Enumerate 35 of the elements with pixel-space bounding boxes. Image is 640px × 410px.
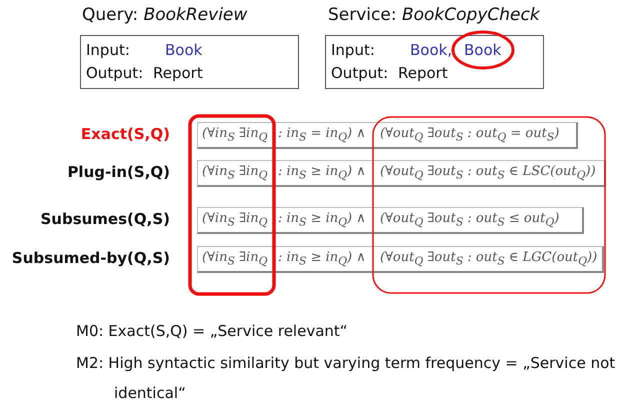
match-type-label: Exact(S,Q) <box>80 125 170 143</box>
heading: Query: BookReview <box>82 5 248 25</box>
parameter-type: Book <box>464 41 502 59</box>
heading: Service: BookCopyCheck <box>328 5 540 25</box>
formula-part: : in$_{S}$ ≥ in$_{Q}$) ∧ <box>278 164 366 182</box>
match-type-label: Subsumed-by(Q,S) <box>10 249 170 267</box>
match-type-label: Subsumes(Q,S) <box>39 210 170 228</box>
formula-box <box>197 207 584 234</box>
formula-part: (∀in$_{S}$ ∃in$_{Q}$ <box>202 211 268 229</box>
formula-part: (∀in$_{S}$ ∃in$_{Q}$ <box>202 164 268 182</box>
signature-box <box>80 35 299 89</box>
formula-part: (∀in$_{S}$ ∃in$_{Q}$ <box>202 126 268 144</box>
field-label: Output: <box>331 64 388 82</box>
formula-box <box>197 122 578 149</box>
formula-box <box>197 160 606 187</box>
parameter-type: Book <box>165 41 202 59</box>
formula-part: : in$_{S}$ = in$_{Q}$) ∧ <box>278 126 366 144</box>
formula-part: (∀out$_{Q}$ ∃out$_{S}$ : out$_{S}$ ≤ out$_{Q}$) <box>380 211 560 229</box>
note: M2: High syntactic similarity but varying term frequency = „Service not identical“ <box>76 353 616 404</box>
field-label: Input: <box>86 41 130 59</box>
formula-box <box>197 246 604 273</box>
formula-part: (∀out$_{Q}$ ∃out$_{S}$ : out$_{Q}$ = out$_{S}$) <box>380 126 560 144</box>
parameter-type: Book, <box>410 41 452 59</box>
parameter-type: Report <box>153 64 203 82</box>
formula-part: (∀out$_{Q}$ ∃out$_{S}$ : out$_{S}$ ∈ LSC(out$_{Q}$)) <box>380 164 596 182</box>
formula-part: (∀in$_{S}$ ∃in$_{Q}$ <box>202 250 268 268</box>
match-type-label: Plug-in(S,Q) <box>66 163 170 181</box>
field-label: Input: <box>331 41 375 59</box>
field-label: Output: <box>86 64 144 82</box>
formula-part: (∀out$_{Q}$ ∃out$_{S}$ : out$_{S}$ ∈ LGC(out$_{Q}$)) <box>380 250 598 268</box>
formula-part: : in$_{S}$ ≥ in$_{Q}$) ∧ <box>278 211 366 229</box>
signature-box <box>325 35 544 89</box>
parameter-type: Report <box>398 64 448 82</box>
formula-part: : in$_{S}$ ≥ in$_{Q}$) ∧ <box>278 250 366 268</box>
note: M0: Exact(S,Q) = „Service relevant“ <box>76 321 349 342</box>
